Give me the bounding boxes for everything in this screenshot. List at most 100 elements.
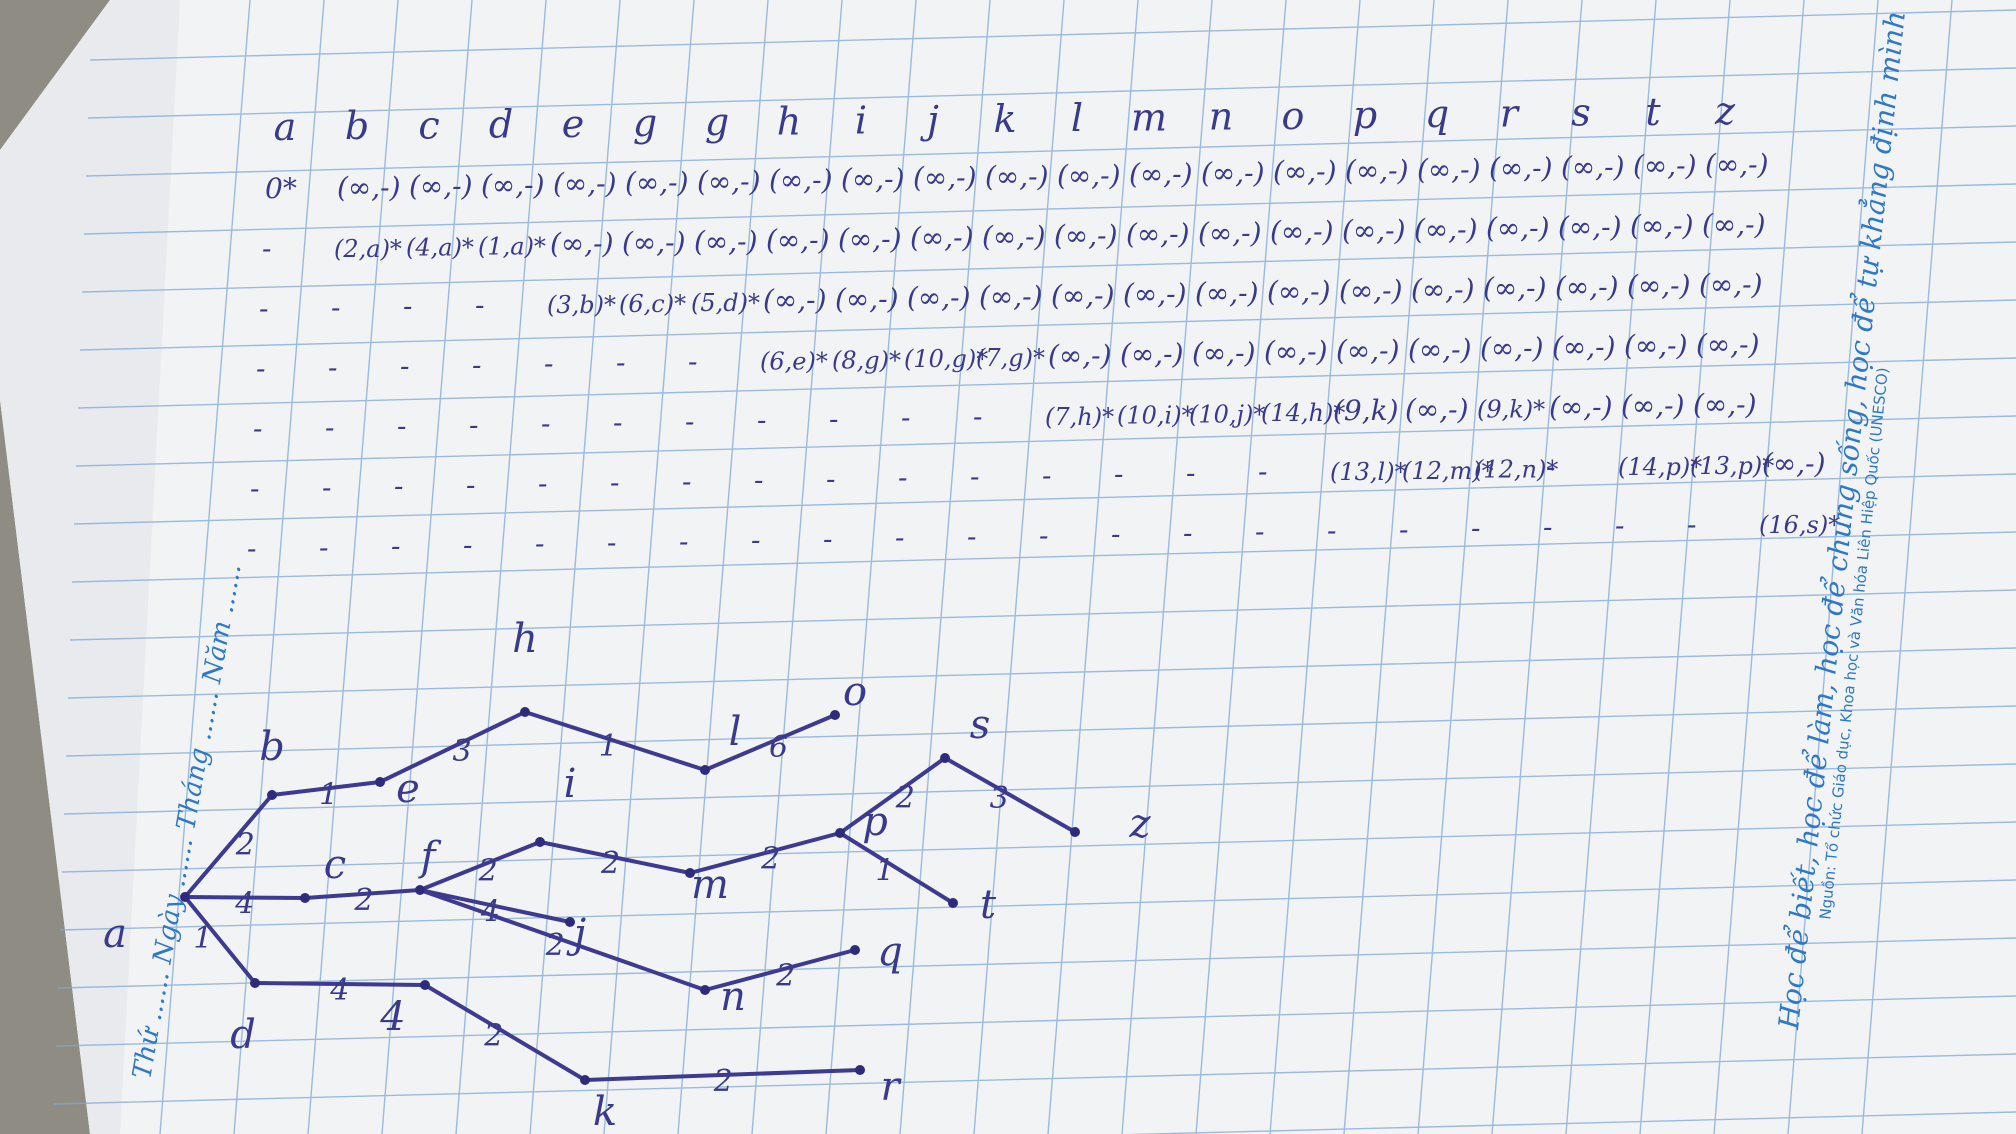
- graph-node: [300, 893, 310, 903]
- table-cell: (∞,-): [1483, 272, 1547, 305]
- header-letter: o: [1282, 94, 1305, 138]
- table-cell: (∞,-): [1195, 276, 1259, 309]
- table-cell: -: [1039, 519, 1048, 552]
- table-cell: (10,j)*: [1189, 400, 1265, 428]
- table-cell: (∞,-): [1264, 335, 1328, 368]
- table-cell: -: [1399, 513, 1408, 546]
- table-cell: (6,e)*: [760, 348, 828, 376]
- grid-vertical-line: [1639, 0, 1731, 1134]
- edge-weight: 2: [478, 853, 498, 888]
- table-cell: (10,i)*: [1117, 402, 1194, 430]
- edge-weight: 1: [599, 729, 618, 764]
- table-cell: -: [1186, 456, 1195, 489]
- grid-vertical-line: [1491, 0, 1583, 1134]
- grid-vertical-line: [1195, 0, 1287, 1134]
- grid-horizontal-line: [53, 1053, 2016, 1105]
- graph-node: [830, 710, 840, 720]
- table-cell: (6,c)*: [619, 290, 686, 318]
- table-cell: (∞,-): [1123, 278, 1187, 311]
- table-cell: (∞,-): [1486, 212, 1550, 245]
- node-label: h: [512, 616, 538, 662]
- table-cell: (∞,-): [1192, 336, 1256, 369]
- node-label: c: [324, 842, 346, 888]
- edge-weight: 2: [760, 841, 780, 876]
- table-cell: (∞,-): [1267, 275, 1331, 308]
- table-cell: -: [544, 347, 553, 380]
- table-cell: (∞,-): [1411, 273, 1475, 306]
- graph-edge: [378, 710, 527, 784]
- table-cell: -: [256, 352, 265, 385]
- graph-edge: [183, 895, 257, 985]
- grid-horizontal-line: [63, 763, 2016, 815]
- table-cell: (∞,-): [1345, 154, 1409, 187]
- edge-weight: 2: [713, 1064, 733, 1099]
- table-cell: (∞,-): [1630, 209, 1694, 242]
- grid-vertical-line: [677, 0, 769, 1134]
- table-cell: (12,m)*: [1402, 457, 1494, 485]
- table-cell: (∞,-): [910, 221, 974, 254]
- table-cell: (∞,-): [1129, 158, 1193, 191]
- table-cell: (7,h)*: [1045, 403, 1114, 431]
- header-letter: i: [855, 99, 867, 143]
- grid-vertical-line: [751, 0, 843, 1134]
- table-cell: (∞,-): [907, 281, 971, 314]
- table-cell: (∞,-): [1417, 153, 1481, 186]
- table-cell: -: [610, 466, 619, 499]
- table-cell: -: [1615, 509, 1624, 542]
- table-cell: (∞,-): [838, 222, 902, 255]
- table-cell: -: [1042, 459, 1051, 492]
- grid-horizontal-line: [65, 705, 2016, 757]
- grid-horizontal-line: [89, 9, 2016, 61]
- grid-vertical-line: [1121, 0, 1213, 1134]
- table-cell: (∞,-): [1561, 150, 1625, 183]
- table-cell: -: [1114, 458, 1123, 491]
- table-cell: (∞,-): [1057, 159, 1121, 192]
- header-letter: t: [1645, 90, 1661, 134]
- table-cell: (8,g)*: [832, 346, 901, 374]
- header-letter: d: [489, 103, 513, 147]
- graph-edge: [253, 981, 427, 987]
- table-cell: (∞,-): [985, 160, 1049, 193]
- grid-horizontal-line: [85, 125, 2016, 177]
- table-cell: -: [403, 290, 412, 323]
- table-cell: -: [472, 348, 481, 381]
- table-cell: -: [253, 412, 262, 445]
- table-cell: (∞,-): [841, 162, 905, 195]
- graph-edge: [838, 831, 955, 905]
- grid-horizontal-line: [87, 67, 2016, 119]
- grid-vertical-line: [1343, 0, 1435, 1134]
- graph-edge: [418, 888, 572, 924]
- table-cell: (∞,-): [1633, 149, 1697, 182]
- table-cell: -: [751, 524, 760, 557]
- table-cell: (∞,-): [913, 161, 977, 194]
- table-cell: -: [322, 471, 331, 504]
- header-letter: q: [1425, 92, 1449, 136]
- graph-node: [835, 828, 845, 838]
- graph-node: [580, 1075, 590, 1085]
- grid-horizontal-line: [67, 647, 2016, 699]
- table-cell: (∞,-): [697, 165, 761, 198]
- table-cell: -: [391, 530, 400, 563]
- table-cell: -: [1543, 510, 1552, 543]
- table-cell: (∞,-): [1621, 389, 1685, 422]
- table-cell: (∞,-): [550, 227, 614, 260]
- node-label: 4: [379, 994, 405, 1040]
- table-cell: (9,k): [1333, 394, 1399, 427]
- graph-node: [700, 985, 710, 995]
- graph-node: [267, 790, 277, 800]
- graph-node: [375, 777, 385, 787]
- header-letter: c: [418, 103, 439, 147]
- table-cell: (∞,-): [481, 168, 545, 201]
- table-cell: (∞,-): [1201, 156, 1265, 189]
- grid-vertical-line: [1787, 0, 1879, 1134]
- header-letter: r: [1500, 91, 1521, 135]
- header-letter: z: [1714, 89, 1736, 133]
- table-cell: -: [1258, 455, 1267, 488]
- table-cell: (∞,-): [1489, 152, 1553, 185]
- grid-vertical-line: [1861, 0, 1953, 1134]
- table-cell: -: [394, 470, 403, 503]
- graph-node: [700, 765, 710, 775]
- grid-horizontal-line: [55, 995, 2016, 1047]
